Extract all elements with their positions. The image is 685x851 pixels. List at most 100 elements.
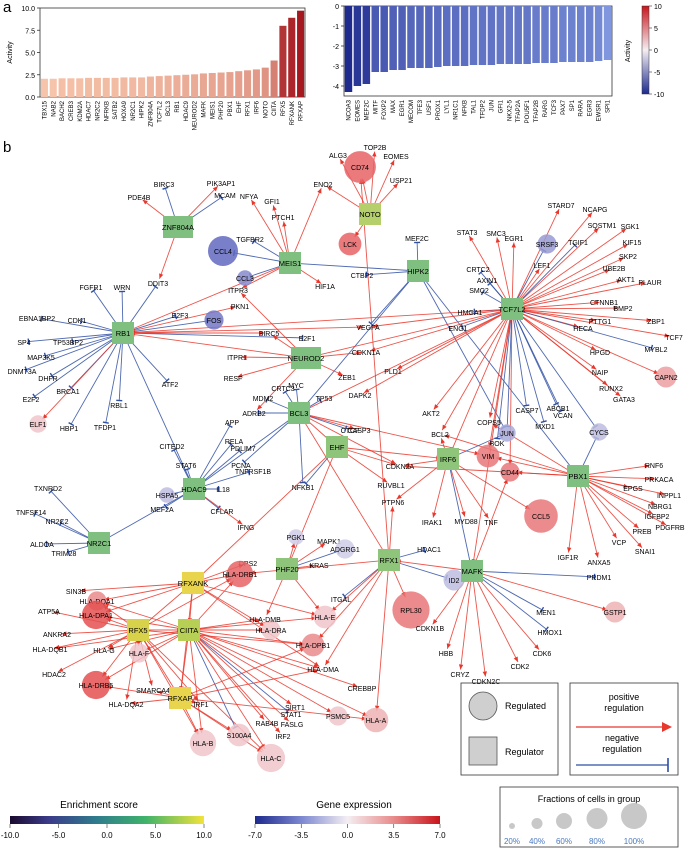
gene-label: FASLG xyxy=(281,722,304,729)
edge xyxy=(192,582,317,616)
gene-label: HDAC2 xyxy=(42,672,66,679)
edge xyxy=(302,270,419,409)
gene-label: PCNA xyxy=(231,463,251,470)
x-tick-label: RFX1 xyxy=(246,100,252,116)
gene-label: CDK2 xyxy=(511,664,530,671)
fraction-label: 100% xyxy=(624,837,644,846)
regulator-node xyxy=(359,203,381,225)
regulator-label: HDAC9 xyxy=(181,485,206,494)
bar xyxy=(407,6,415,68)
edge-arrow xyxy=(157,690,163,695)
gene-node xyxy=(524,499,558,533)
gene-label: USP21 xyxy=(390,178,412,185)
edge-arrow xyxy=(594,552,599,558)
gene-label: HSPA5 xyxy=(156,493,179,500)
edge xyxy=(511,307,619,310)
bar xyxy=(111,77,119,97)
gene-label: WRN xyxy=(114,285,131,292)
edge-bar xyxy=(540,420,547,424)
gene-label: AKT2 xyxy=(422,411,440,418)
edge xyxy=(188,629,289,722)
gene-label: ADRB2 xyxy=(242,411,265,418)
edge xyxy=(511,212,593,310)
gene-node xyxy=(226,560,254,588)
edge-arrow xyxy=(372,323,378,329)
bar xyxy=(416,6,424,68)
regulator-label: HIPK2 xyxy=(407,267,429,276)
x-tick-label: RFXANK xyxy=(290,101,296,125)
edge xyxy=(188,629,292,705)
edge xyxy=(80,582,194,592)
edge-arrow xyxy=(125,694,130,700)
edge xyxy=(188,629,288,712)
gene-node xyxy=(392,591,430,629)
gene-label: ABCB1 xyxy=(547,406,570,413)
edge-arrow xyxy=(664,333,670,338)
x-tick-label: NEUROD2 xyxy=(193,100,199,130)
edge-bar xyxy=(285,708,290,714)
gene-label: CYCS xyxy=(589,430,609,437)
edge xyxy=(568,475,579,553)
gene-label: SGK1 xyxy=(621,224,640,231)
edge-bar xyxy=(251,238,257,245)
edge-bar xyxy=(48,488,54,494)
gene-label: ADGRG1 xyxy=(330,547,360,554)
gene-label: CTCF xyxy=(341,428,360,435)
edge-bar xyxy=(572,242,578,248)
edge-bar xyxy=(553,402,560,406)
edge xyxy=(61,629,139,635)
regulator-label: RFX1 xyxy=(379,556,398,565)
edge xyxy=(57,629,139,673)
edge-arrow xyxy=(469,235,474,242)
gene-label: PRDM1 xyxy=(587,575,612,582)
edge xyxy=(34,332,124,397)
edge xyxy=(137,578,232,631)
edge-arrow xyxy=(396,364,403,369)
edge-arrow xyxy=(458,664,464,670)
gene-label: ITPR3 xyxy=(228,288,248,295)
gene-label: TRIM28 xyxy=(52,551,77,558)
edge-arrow xyxy=(446,643,451,649)
edge-arrow xyxy=(650,500,656,505)
edge-arrow xyxy=(266,609,271,615)
plot-frame-right xyxy=(343,5,613,97)
bar xyxy=(434,6,442,67)
edge-bar xyxy=(102,421,109,424)
gene-label: BRCA1 xyxy=(56,389,79,396)
edge-bar xyxy=(344,425,348,432)
edge-arrow xyxy=(315,278,322,284)
edge xyxy=(105,582,194,613)
edge-arrow xyxy=(54,645,60,650)
edge xyxy=(28,332,124,343)
gene-label: IRF1 xyxy=(193,702,208,709)
bar xyxy=(244,70,252,97)
x-tick-label: EGR3 xyxy=(588,99,594,116)
edge-bar xyxy=(171,448,178,452)
gene-label: PSMC5 xyxy=(326,714,350,721)
edge xyxy=(104,488,195,541)
gene-label: TGFBR2 xyxy=(236,237,264,244)
fraction-circle xyxy=(531,818,543,829)
gene-node xyxy=(29,415,47,433)
x-tick-label: RFXAP xyxy=(299,101,305,121)
edge xyxy=(506,308,513,427)
x-tick-label: SP1 xyxy=(570,99,576,111)
gene-label: ANXA5 xyxy=(588,560,611,567)
x-tick-label: MECOM xyxy=(409,100,415,123)
edge-bar xyxy=(79,318,83,325)
gene-label: EPGS xyxy=(623,486,643,493)
gene-label: S100A4 xyxy=(227,733,252,740)
bar xyxy=(344,6,353,92)
gene-label: NAIP xyxy=(592,370,609,377)
expression-tick-label: 3.5 xyxy=(388,831,400,840)
colorbar-tick-label: 5 xyxy=(654,26,658,33)
regulator-label: NR2C1 xyxy=(87,539,112,548)
x-tick-label: HOXA9 xyxy=(122,100,128,121)
gene-label: IGFBP2 xyxy=(645,514,670,521)
edge-arrow xyxy=(108,645,114,650)
enrichment-title: Enrichment score xyxy=(60,800,138,811)
legend-node-shapes: Regulated Regulator xyxy=(460,682,559,776)
gene-node xyxy=(129,643,149,663)
edge xyxy=(370,308,513,352)
